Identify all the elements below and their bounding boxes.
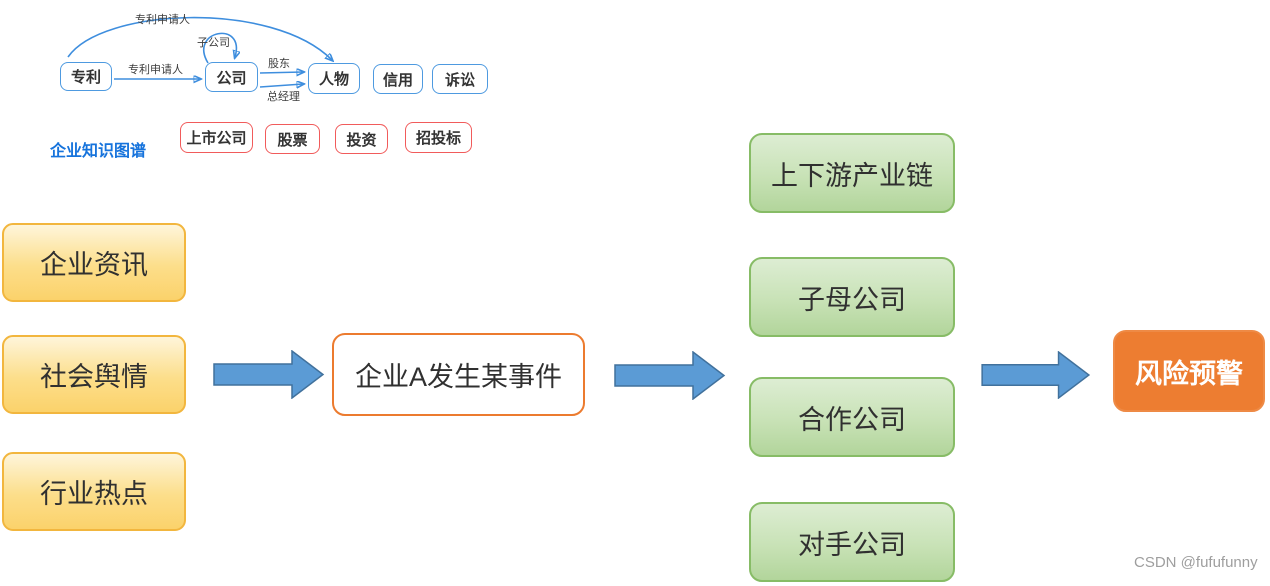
kg-node-listed-company: 上市公司 <box>180 122 253 153</box>
entity-box-supply-chain: 上下游产业链 <box>749 133 955 213</box>
kg-edge-manager <box>259 84 303 87</box>
kg-node-stock: 股票 <box>265 124 320 154</box>
kg-node-investment: 投资 <box>335 124 388 154</box>
risk-warning-box: 风险预警 <box>1113 330 1265 412</box>
kg-node-credit: 信用 <box>373 64 423 94</box>
kg-edge-label-subsidiary: 子公司 <box>197 37 230 49</box>
input-box-social-opinion: 社会舆情 <box>2 335 186 414</box>
kg-edge-shareholder <box>259 72 303 73</box>
kg-edge-label-shareholder: 股东 <box>268 58 290 70</box>
kg-node-litigation: 诉讼 <box>432 64 488 94</box>
entity-box-partner-company: 合作公司 <box>749 377 955 457</box>
kg-node-bidding: 招投标 <box>405 122 472 153</box>
kg-node-person: 人物 <box>308 63 360 94</box>
flow-arrow-entities-to-output <box>981 351 1091 399</box>
knowledge-graph-image: 专利 公司 人物 信用 诉讼 上市公司 股票 投资 招投标 专利申请人 专利申请… <box>20 0 515 160</box>
flow-arrow-event-to-entities <box>614 351 726 400</box>
kg-caption: 企业知识图谱 <box>50 143 147 160</box>
kg-edge-label-general-manager: 总经理 <box>267 91 300 103</box>
entity-box-competitor-company: 对手公司 <box>749 502 955 582</box>
kg-edge-label-patent-applicant-arc: 专利申请人 <box>135 14 190 26</box>
watermark: CSDN @fufufunny <box>1134 554 1258 571</box>
flow-arrow-inputs-to-event <box>213 350 325 399</box>
input-box-enterprise-news: 企业资讯 <box>2 223 186 302</box>
kg-edge-label-patent-applicant: 专利申请人 <box>128 64 183 76</box>
kg-edge-subsidiary-loop <box>203 32 237 64</box>
kg-node-company: 公司 <box>205 62 258 92</box>
event-box: 企业A发生某事件 <box>332 333 585 416</box>
kg-edge-patent-person <box>67 16 332 60</box>
input-box-industry-hotspot: 行业热点 <box>2 452 186 531</box>
kg-node-patent: 专利 <box>60 62 112 91</box>
kg-edge-arrows <box>67 16 515 157</box>
entity-box-parent-subsidiary: 子母公司 <box>749 257 955 337</box>
